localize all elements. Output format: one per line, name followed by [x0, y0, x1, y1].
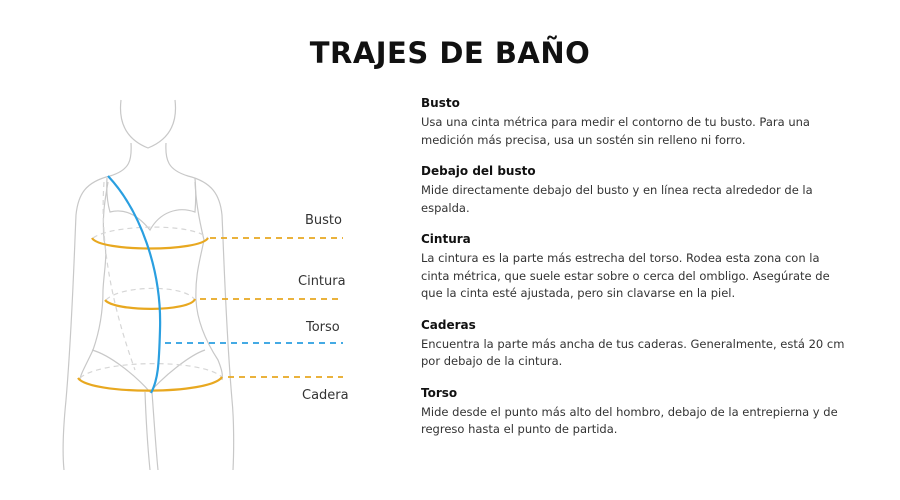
- section-torso: Torso Mide desde el punto más alto del h…: [421, 386, 851, 439]
- section-text: Mide directamente debajo del busto y en …: [421, 183, 813, 215]
- dashed-back-lines: [79, 181, 223, 379]
- section-text: Encuentra la parte más ancha de tus cade…: [421, 336, 845, 369]
- label-busto: Busto: [305, 213, 342, 228]
- measurement-instructions: Busto Usa una cinta métrica para medir e…: [421, 96, 851, 454]
- section-text: Usa una cinta métrica para medir el cont…: [421, 115, 810, 147]
- body-outline: [62, 99, 235, 471]
- torso-line: [107, 175, 162, 394]
- cadera-band: [77, 376, 223, 392]
- busto-band: [91, 237, 209, 250]
- section-caderas: Caderas Encuentra la parte más ancha de …: [421, 318, 851, 371]
- section-busto: Busto Usa una cinta métrica para medir e…: [421, 96, 851, 149]
- section-heading: Torso: [421, 385, 458, 400]
- label-cadera: Cadera: [302, 388, 349, 403]
- section-heading: Cintura: [421, 232, 471, 246]
- section-text: La cintura es la parte más estrecha del …: [421, 251, 830, 300]
- section-cintura: Cintura La cintura es la parte más estre…: [421, 232, 851, 303]
- section-heading: Debajo del busto: [421, 164, 536, 178]
- body-measurement-figure: [62, 99, 343, 471]
- page-title: TRAJES DE BAÑO: [309, 36, 591, 70]
- section-debajo-del-busto: Debajo del busto Mide directamente debaj…: [421, 164, 851, 217]
- cintura-band: [104, 298, 197, 310]
- section-text: Mide desde el punto más alto del hombro,…: [421, 404, 838, 437]
- label-torso: Torso: [306, 320, 340, 335]
- label-cintura: Cintura: [298, 274, 346, 289]
- section-heading: Busto: [421, 96, 460, 110]
- section-heading: Caderas: [421, 317, 476, 332]
